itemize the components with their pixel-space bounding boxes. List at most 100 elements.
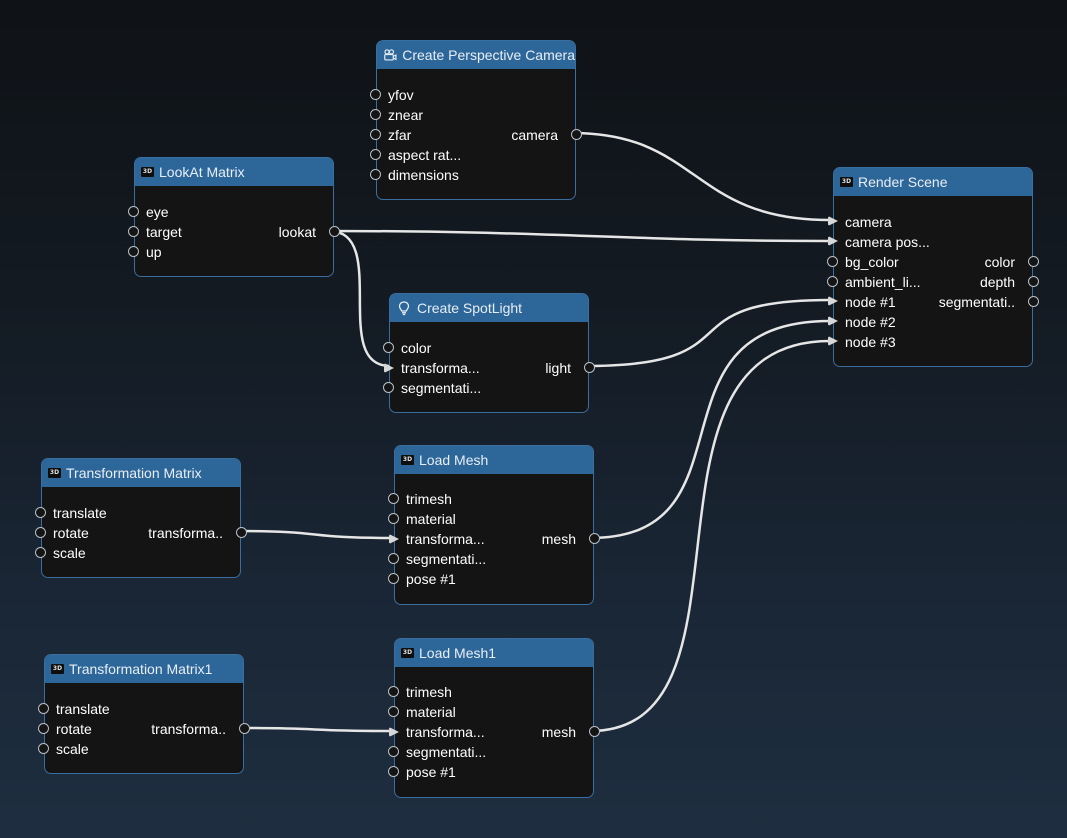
- input-port-node3-connected[interactable]: [827, 335, 839, 347]
- node-title: Transformation Matrix1: [69, 661, 213, 677]
- input-port-aspect-ratio[interactable]: [370, 149, 381, 160]
- input-port-node1-connected[interactable]: [827, 295, 839, 307]
- output-label: segmentati..: [938, 294, 1015, 310]
- 3d-badge-icon: 3D: [840, 177, 853, 187]
- camera-icon: [384, 49, 397, 61]
- input-port-rotate[interactable]: [35, 527, 46, 538]
- input-port-color[interactable]: [383, 342, 394, 353]
- output-port-transform[interactable]: [236, 527, 247, 538]
- input-label: target: [146, 224, 182, 240]
- input-port-pose1[interactable]: [388, 766, 399, 777]
- node-header[interactable]: Create SpotLight: [390, 294, 588, 322]
- input-port-camera-pose-connected[interactable]: [827, 235, 839, 247]
- node-transformation-matrix1[interactable]: 3D Transformation Matrix1 translate rota…: [38, 654, 250, 774]
- node-render-scene[interactable]: 3D Render Scene camera camera pos... bg_…: [827, 167, 1039, 367]
- input-port-translate[interactable]: [38, 703, 49, 714]
- node-lookat-matrix[interactable]: 3D LookAt Matrix eye target up lookat: [128, 157, 340, 277]
- output-label: color: [984, 254, 1015, 270]
- wire-lookat-to-spotlight-transform[interactable]: [327, 229, 392, 368]
- input-port-segmentation[interactable]: [383, 382, 394, 393]
- node-header[interactable]: 3D Transformation Matrix1: [45, 655, 243, 683]
- input-port-eye[interactable]: [128, 206, 139, 217]
- node-title: Render Scene: [858, 174, 948, 190]
- input-port-yfov[interactable]: [370, 89, 381, 100]
- input-port-material[interactable]: [388, 706, 399, 717]
- node-title: Transformation Matrix: [66, 465, 202, 481]
- input-label: eye: [146, 204, 169, 220]
- input-port-trimesh[interactable]: [388, 686, 399, 697]
- input-label: dimensions: [388, 167, 459, 183]
- input-port-segmentation[interactable]: [388, 553, 399, 564]
- input-port-up[interactable]: [128, 246, 139, 257]
- output-port-light[interactable]: [584, 362, 595, 373]
- node-title: Load Mesh1: [419, 645, 497, 661]
- input-label: up: [146, 244, 162, 260]
- node-header[interactable]: Create Perspective Camera: [377, 41, 575, 69]
- node-header[interactable]: 3D Render Scene: [834, 168, 1032, 196]
- input-port-trimesh[interactable]: [388, 493, 399, 504]
- input-port-target[interactable]: [128, 226, 139, 237]
- input-port-bg-color[interactable]: [827, 256, 838, 267]
- output-label: mesh: [541, 724, 576, 740]
- node-header[interactable]: 3D LookAt Matrix: [135, 158, 333, 186]
- input-port-ambient-light[interactable]: [827, 276, 838, 287]
- node-title: Load Mesh: [419, 452, 489, 468]
- 3d-badge-icon: 3D: [401, 455, 414, 465]
- input-port-rotate[interactable]: [38, 723, 49, 734]
- input-port-material[interactable]: [388, 513, 399, 524]
- node-create-perspective-camera[interactable]: Create Perspective Camera yfov znear zfa…: [370, 40, 582, 200]
- input-label: zfar: [388, 127, 412, 143]
- node-load-mesh1[interactable]: 3D Load Mesh1 trimesh material transform…: [388, 638, 600, 798]
- input-label: trimesh: [406, 491, 452, 507]
- input-port-pose1[interactable]: [388, 573, 399, 584]
- wire-lookat-to-render-camera-pos[interactable]: [327, 229, 832, 243]
- node-transformation-matrix[interactable]: 3D Transformation Matrix translate rotat…: [35, 458, 247, 578]
- output-port-color[interactable]: [1028, 256, 1039, 267]
- input-port-transform-connected[interactable]: [388, 726, 400, 738]
- node-title: LookAt Matrix: [159, 164, 245, 180]
- wire-mesh-to-render-node2[interactable]: [588, 319, 832, 540]
- input-port-transform-connected[interactable]: [388, 533, 400, 545]
- node-load-mesh[interactable]: 3D Load Mesh trimesh material transforma…: [388, 445, 600, 605]
- wire-tm-to-mesh-transform[interactable]: [235, 529, 397, 540]
- input-port-scale[interactable]: [35, 547, 46, 558]
- output-port-camera[interactable]: [571, 129, 582, 140]
- wire-tm1-to-mesh1-transform[interactable]: [238, 726, 397, 733]
- node-title: Create Perspective Camera: [402, 47, 575, 63]
- output-label: camera: [511, 127, 558, 143]
- input-label: segmentati...: [406, 744, 487, 760]
- node-header[interactable]: 3D Transformation Matrix: [42, 459, 240, 487]
- input-label: material: [406, 511, 456, 527]
- input-port-segmentation[interactable]: [388, 746, 399, 757]
- input-port-translate[interactable]: [35, 507, 46, 518]
- wire-mesh1-to-render-node3[interactable]: [588, 339, 832, 733]
- output-label: mesh: [541, 531, 576, 547]
- input-port-node2-connected[interactable]: [827, 315, 839, 327]
- wire-spotlight-to-render-node1[interactable]: [583, 298, 832, 368]
- output-port-mesh[interactable]: [589, 533, 600, 544]
- output-port-mesh[interactable]: [589, 726, 600, 737]
- input-port-zfar[interactable]: [370, 129, 381, 140]
- output-port-lookat[interactable]: [329, 226, 340, 237]
- input-port-scale[interactable]: [38, 743, 49, 754]
- 3d-badge-icon: 3D: [48, 468, 61, 478]
- input-label: node #3: [845, 334, 896, 350]
- input-label: segmentati...: [401, 380, 482, 396]
- output-port-transform[interactable]: [239, 723, 250, 734]
- output-label: transforma..: [148, 525, 223, 541]
- input-label: transforma...: [406, 724, 485, 740]
- wire-camera-to-render-camera[interactable]: [570, 131, 832, 222]
- output-port-depth[interactable]: [1028, 276, 1039, 287]
- input-port-camera-connected[interactable]: [827, 215, 839, 227]
- node-create-spotlight[interactable]: Create SpotLight color transforma... seg…: [383, 293, 595, 413]
- input-label: aspect rat...: [388, 147, 462, 163]
- output-port-segmentation[interactable]: [1028, 296, 1039, 307]
- input-port-znear[interactable]: [370, 109, 381, 120]
- input-port-dimensions[interactable]: [370, 169, 381, 180]
- node-header[interactable]: 3D Load Mesh: [395, 446, 593, 474]
- input-port-transform-connected[interactable]: [383, 362, 395, 374]
- input-label: camera: [845, 214, 892, 230]
- input-label: translate: [53, 505, 107, 521]
- node-header[interactable]: 3D Load Mesh1: [395, 639, 593, 667]
